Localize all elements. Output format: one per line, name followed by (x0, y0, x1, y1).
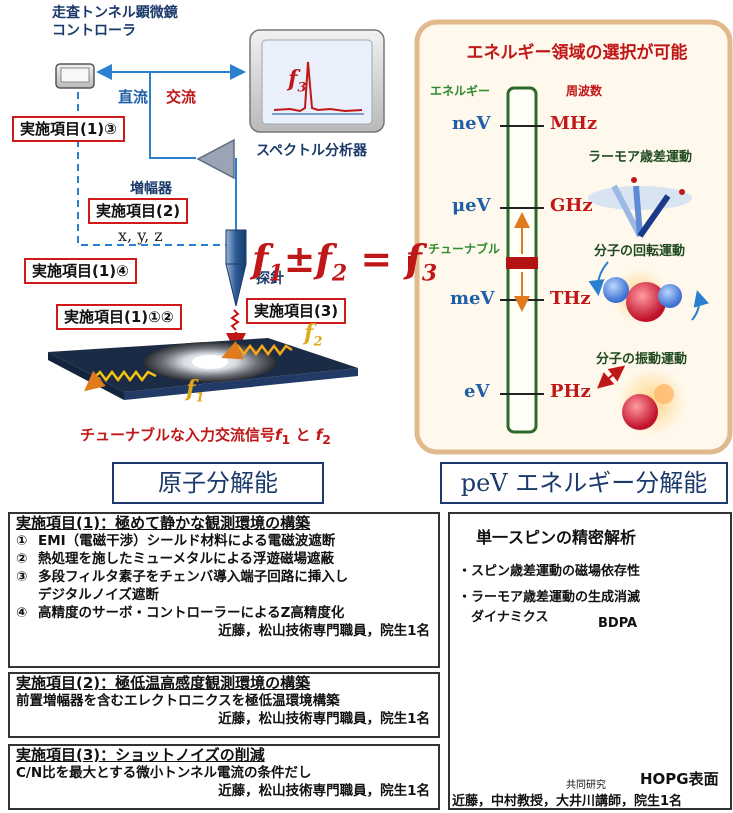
item-box-3: 実施項目(3) (246, 298, 347, 324)
energy-panel (414, 19, 733, 455)
freq-ghz: GHz (550, 195, 593, 216)
controller-title: 走査トンネル顕微鏡 コントローラ (52, 5, 178, 39)
frequency-axis-label: 周波数 (566, 84, 603, 98)
f2-label: f2 (304, 320, 323, 350)
input-caption: チューナブルな入力交流信号f1 と f2 (80, 426, 331, 447)
item-box-2: 実施項目(2) (88, 198, 189, 224)
item1-heading: 実施項目(1)：極めて静かな観測環境の構築 (16, 514, 311, 532)
item3-box: 実施項目(3)：ショットノイズの削減 C/N比を最大とする微小トンネル電流の条件… (8, 744, 440, 810)
spin-analysis-title: 単一スピンの精密解析 (476, 528, 637, 547)
tunable-label: チューナブル (428, 242, 501, 256)
probe-label: 探針 (256, 271, 284, 287)
item2-members: 近藤，松山技術専門職員，院生1名 (218, 711, 430, 727)
frequency-equation: f1±f2 = f3 (252, 236, 438, 287)
energy-mev: meV (450, 288, 495, 309)
dc-label: 直流 (118, 88, 149, 106)
f1-label: f1 (186, 376, 205, 406)
spectrum-analyzer-label: スペクトル分析器 (256, 143, 368, 159)
item3-heading: 実施項目(3)：ショットノイズの削減 (16, 746, 265, 764)
xyz-label: x, y, z (118, 226, 163, 245)
bdpa-label: BDPA (598, 616, 638, 631)
pev-resolution-title: peV エネルギー分解能 (440, 462, 728, 504)
item2-box: 実施項目(2)：極低温高感度観測環境の構築 前置増幅器を含むエレクトロニクスを極… (8, 672, 440, 738)
molecule-rotation-icon (588, 261, 709, 324)
item3-members: 近藤，松山技術専門職員，院生1名 (218, 783, 430, 799)
amplifier-icon (196, 138, 235, 180)
item-box-1-4: 実施項目(1)④ (24, 258, 137, 284)
energy-ev: eV (464, 381, 490, 402)
energy-panel-title: エネルギー領域の選択が可能 (466, 43, 688, 63)
probe-tip-icon (225, 229, 247, 307)
spin-bullet-2: ・ラーモア歳差運動の生成消滅 (458, 590, 641, 605)
rotation-label: 分子の回転運動 (594, 244, 686, 259)
energy-nev: neV (452, 113, 491, 134)
item-box-1-3: 実施項目(1)③ (12, 116, 125, 142)
amplifier-label: 増幅器 (130, 181, 172, 197)
energy-uev: μeV (452, 195, 491, 216)
dc-line (77, 92, 228, 246)
item3-line: C/N比を最大とする微小トンネル電流の条件だし (16, 765, 312, 781)
freq-thz: THz (550, 288, 591, 309)
joint-research-label: 共同研究 (566, 780, 606, 791)
spin-analysis-panel (448, 512, 732, 810)
atomic-resolution-title: 原子分解能 (112, 462, 324, 504)
energy-axis-label: エネルギー (430, 84, 491, 98)
spin-bullet-3: ダイナミクス (458, 610, 549, 625)
ac-label: 交流 (166, 88, 197, 106)
item2-line: 前置増幅器を含むエレクトロニクスを極低温環境構築 (16, 693, 340, 709)
vibration-label: 分子の振動運動 (596, 352, 688, 367)
larmor-precession-icon (588, 177, 692, 238)
spectrum-analyzer-icon (249, 29, 385, 133)
item1-line: デジタルノイズ遮断 (38, 587, 159, 603)
controller-icon (55, 63, 95, 89)
hopg-label: HOPG表面 (640, 770, 719, 788)
right-panel-members: 近藤，中村教授，大井川講師，院生1名 (452, 794, 683, 809)
larmor-label: ラーモア歳差運動 (588, 150, 693, 165)
f3-screen-label: f3 (288, 66, 307, 96)
item1-members: 近藤，松山技術専門職員，院生1名 (218, 623, 430, 639)
molecule-vibration-icon (596, 365, 686, 436)
item-box-1-12: 実施項目(1)①② (56, 304, 182, 330)
freq-mhz: MHz (550, 113, 598, 134)
item2-heading: 実施項目(2)：極低温高感度観測環境の構築 (16, 674, 311, 692)
spin-bullet-1: ・スピン歳差運動の磁場依存性 (458, 564, 641, 579)
freq-phz: PHz (550, 381, 591, 402)
